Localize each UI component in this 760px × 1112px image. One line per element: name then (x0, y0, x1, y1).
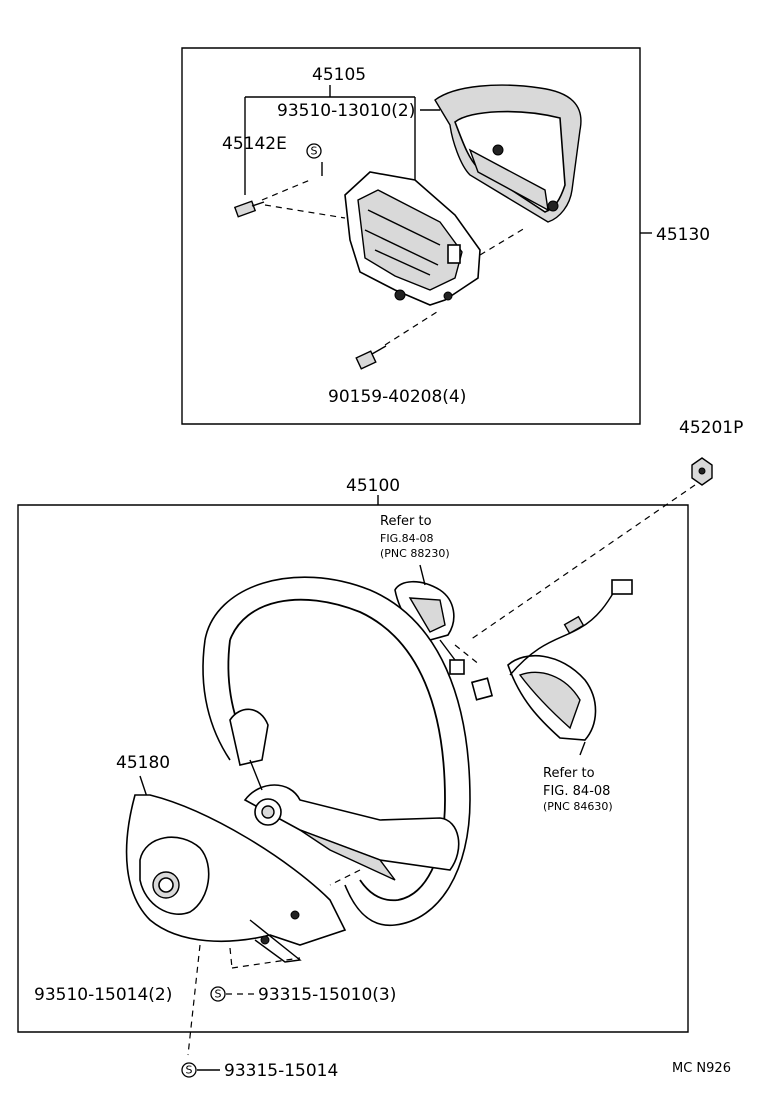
right-switch-drawing (470, 579, 633, 756)
s-mark-icon: S (210, 986, 226, 1002)
screw-90159-drawing (355, 345, 387, 370)
lower-dashed-lines (187, 644, 481, 1056)
left-switch-drawing (394, 564, 465, 675)
label-93315-15014: 93315-15014 (224, 1061, 338, 1081)
pad-cover-drawing (434, 84, 582, 223)
ref-top-line2: FIG.84-08 (380, 532, 434, 545)
label-90159-40208: 90159-40208(4) (328, 387, 466, 407)
label-45100: 45100 (346, 476, 400, 496)
svg-text:S: S (186, 1064, 193, 1077)
label-45130: 45130 (656, 225, 710, 245)
pad-bracket-drawing (344, 171, 481, 306)
svg-text:S: S (311, 145, 318, 158)
s-mark-icon: S (181, 1062, 197, 1078)
bolt-45142E-drawing (233, 200, 265, 218)
s-mark-icon: S (306, 143, 322, 159)
lower-group-box (17, 495, 689, 1033)
label-93510-13010: 93510-13010(2) (277, 101, 415, 121)
label-93510-15014: 93510-15014(2) (34, 985, 172, 1005)
label-45180: 45180 (116, 753, 170, 773)
svg-text:S: S (215, 988, 222, 1001)
label-45201P: 45201P (679, 418, 743, 438)
dashed-45201P (469, 484, 696, 641)
ref-right-line1: Refer to (543, 766, 595, 781)
label-45142E: 45142E (222, 134, 287, 154)
ref-top-line3: (PNC 88230) (380, 547, 450, 560)
ref-right-line3: (PNC 84630) (543, 800, 613, 813)
label-45105: 45105 (312, 65, 366, 85)
lower-cover-drawing (125, 794, 347, 963)
upper-dashed-lines (261, 109, 526, 346)
ref-top-line1: Refer to (380, 514, 432, 529)
label-93315-15010: 93315-15010(3) (258, 985, 396, 1005)
leader-45105 (244, 85, 416, 195)
diagram-code: MC N926 (672, 1061, 731, 1076)
nut-45201P-drawing (691, 457, 713, 486)
upper-group-box (181, 47, 641, 425)
ref-right-line2: FIG. 84-08 (543, 784, 610, 799)
steering-wheel-drawing (202, 576, 471, 927)
